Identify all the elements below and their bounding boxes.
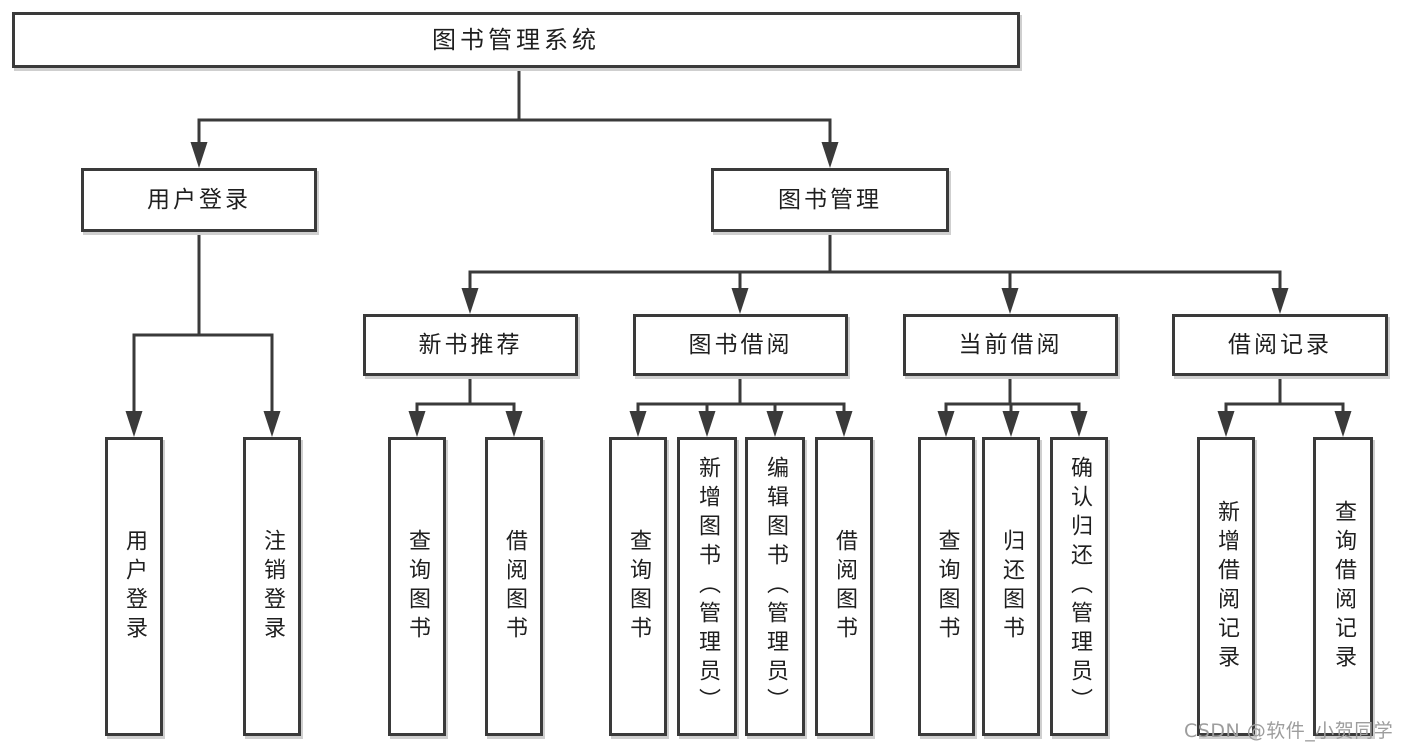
leaf-query-books-current-label: 查询图书 xyxy=(934,528,960,645)
node-root: 图书管理系统 xyxy=(12,12,1020,68)
leaf-user-login: 用户登录 xyxy=(105,437,163,736)
stem-book-borrow xyxy=(636,374,846,406)
arrowhead-icon xyxy=(1334,411,1352,437)
node-current-borrow-label: 当前借阅 xyxy=(958,331,1063,358)
node-current-borrow: 当前借阅 xyxy=(903,314,1118,376)
arrowhead-icon xyxy=(1001,288,1019,314)
stem-user-login xyxy=(132,230,274,337)
leaf-add-book-admin-label: 新增图书（管理员） xyxy=(695,456,720,717)
arrowhead-icon xyxy=(263,411,281,437)
node-borrow-record-label: 借阅记录 xyxy=(1228,331,1332,358)
node-new-book-recommend-label: 新书推荐 xyxy=(418,331,523,358)
arrowhead-icon xyxy=(937,411,955,437)
leaf-user-login-label: 用户登录 xyxy=(122,528,147,645)
node-book-borrow: 图书借阅 xyxy=(633,314,848,376)
arrowhead-icon xyxy=(1217,411,1235,437)
leaf-query-borrow-record-label: 查询借阅记录 xyxy=(1331,499,1356,674)
leaf-query-books-borrow: 查询图书 xyxy=(609,437,667,736)
leaf-query-books-recommend-label: 查询图书 xyxy=(405,528,430,645)
arrowhead-icon xyxy=(766,411,784,437)
arrowhead-icon xyxy=(731,288,749,314)
leaf-logout: 注销登录 xyxy=(243,437,301,736)
arrowhead-icon xyxy=(408,411,426,437)
leaf-return-book: 归还图书 xyxy=(982,437,1040,736)
arrowhead-icon xyxy=(125,411,143,437)
leaf-return-book-label: 归还图书 xyxy=(999,528,1024,645)
leaf-borrow-books-recommend: 借阅图书 xyxy=(485,437,543,736)
leaf-query-borrow-record: 查询借阅记录 xyxy=(1313,437,1373,736)
leaf-query-books-borrow-label: 查询图书 xyxy=(626,528,651,645)
arrowhead-icon xyxy=(821,142,839,168)
leaf-edit-book-admin: 编辑图书（管理员） xyxy=(745,437,805,736)
arrowhead-icon xyxy=(505,411,523,437)
leaf-edit-book-admin-label: 编辑图书（管理员） xyxy=(763,456,788,717)
arrowhead-icon xyxy=(461,288,479,314)
node-book-management-label: 图书管理 xyxy=(778,186,882,213)
stem-current-borrow xyxy=(944,374,1081,406)
node-borrow-record: 借阅记录 xyxy=(1172,314,1388,376)
leaf-add-borrow-record: 新增借阅记录 xyxy=(1197,437,1255,736)
csdn-watermark: CSDN @软件_小贺同学 xyxy=(1184,720,1394,742)
leaf-borrow-book: 借阅图书 xyxy=(815,437,873,736)
node-new-book-recommend: 新书推荐 xyxy=(363,314,578,376)
arrowhead-icon xyxy=(835,411,853,437)
arrowhead-icon xyxy=(698,411,716,437)
node-book-borrow-label: 图书借阅 xyxy=(688,331,793,358)
arrowheads xyxy=(125,142,1352,437)
node-user-login: 用户登录 xyxy=(81,168,317,232)
stem-book-management xyxy=(468,230,1282,274)
leaf-borrow-books-recommend-label: 借阅图书 xyxy=(502,528,527,645)
node-root-label: 图书管理系统 xyxy=(432,26,600,54)
node-user-login-label: 用户登录 xyxy=(147,186,251,213)
stem-borrow-record xyxy=(1224,374,1345,406)
arrowhead-icon xyxy=(1002,411,1020,437)
arrowhead-icon xyxy=(190,142,208,168)
stem-new-book-recommend xyxy=(415,374,516,406)
arrowhead-icon xyxy=(1271,288,1289,314)
leaf-logout-label: 注销登录 xyxy=(260,528,285,645)
leaf-add-book-admin: 新增图书（管理员） xyxy=(677,437,737,736)
leaf-query-books-current: 查询图书 xyxy=(918,437,975,736)
stem-root xyxy=(197,66,832,122)
leaf-borrow-book-label: 借阅图书 xyxy=(832,528,857,645)
arrowhead-icon xyxy=(629,411,647,437)
leaf-query-books-recommend: 查询图书 xyxy=(388,437,446,736)
arrowhead-icon xyxy=(1070,411,1088,437)
leaf-confirm-return-admin: 确认归还（管理员） xyxy=(1050,437,1108,736)
node-book-management: 图书管理 xyxy=(711,168,949,232)
leaf-add-borrow-record-label: 新增借阅记录 xyxy=(1214,499,1239,674)
leaf-confirm-return-admin-label: 确认归还（管理员） xyxy=(1067,456,1092,717)
